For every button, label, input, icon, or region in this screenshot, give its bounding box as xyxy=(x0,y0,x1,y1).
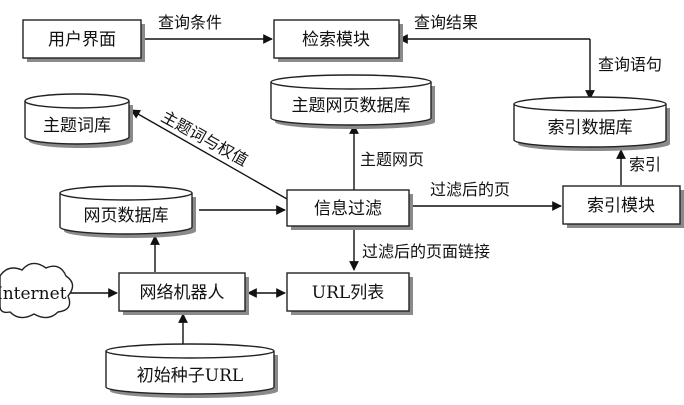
label-topic-word-weight: 主题词与权值 xyxy=(158,107,251,170)
node-index-module: 索引模块 xyxy=(562,185,684,228)
edge-filter-to-topic-word-db xyxy=(130,109,288,200)
node-retrieval-module-label: 检索模块 xyxy=(302,30,370,50)
node-retrieval-module: 检索模块 xyxy=(273,19,403,62)
node-web-page-db-label: 网页数据库 xyxy=(84,206,169,226)
label-index: 索引 xyxy=(629,155,661,174)
node-index-db-label: 索引数据库 xyxy=(548,118,633,138)
node-topic-page-db: 主题网页数据库 xyxy=(270,74,435,129)
node-web-crawler: 网络机器人 xyxy=(118,272,249,315)
node-info-filter-label: 信息过滤 xyxy=(314,199,382,219)
node-index-db: 索引数据库 xyxy=(513,96,670,151)
node-seed-url: 初始种子URL xyxy=(105,343,278,398)
label-query-results: 查询结果 xyxy=(414,13,478,32)
node-topic-word-db: 主题词库 xyxy=(24,93,133,148)
label-filtered-pages: 过滤后的页 xyxy=(430,180,510,199)
node-web-page-db: 网页数据库 xyxy=(59,185,196,238)
node-url-list: URL列表 xyxy=(286,272,413,315)
node-internet-cloud: Internet xyxy=(0,262,74,319)
label-query-conditions: 查询条件 xyxy=(158,13,222,32)
label-query-statement: 查询语句 xyxy=(598,55,662,74)
node-internet-label: Internet xyxy=(0,284,67,304)
node-user-interface: 用户界面 xyxy=(22,19,145,62)
node-info-filter: 信息过滤 xyxy=(286,189,413,230)
node-seed-url-label: 初始种子URL xyxy=(137,366,243,386)
label-topic-pages: 主题网页 xyxy=(360,150,424,169)
node-topic-word-db-label: 主题词库 xyxy=(43,116,111,136)
node-user-interface-label: 用户界面 xyxy=(48,30,116,50)
node-web-crawler-label: 网络机器人 xyxy=(140,283,225,303)
label-filtered-page-links: 过滤后的页面链接 xyxy=(362,242,490,261)
node-topic-page-db-label: 主题网页数据库 xyxy=(292,96,411,116)
node-url-list-label: URL列表 xyxy=(312,283,384,303)
node-index-module-label: 索引模块 xyxy=(587,196,655,216)
